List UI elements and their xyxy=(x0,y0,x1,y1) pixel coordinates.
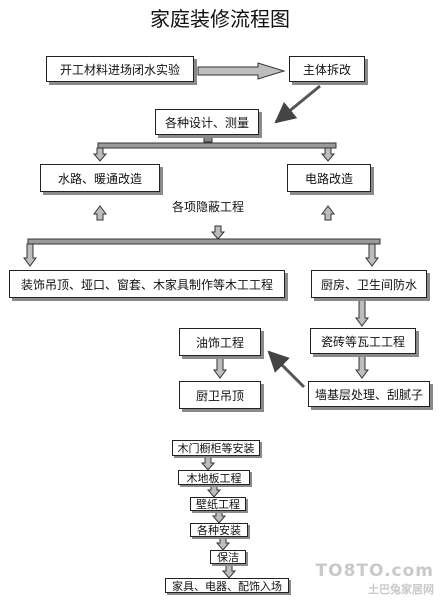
arrow-concealed-to-bar xyxy=(210,225,226,240)
arrow-waterproofing-to-tiling xyxy=(355,299,369,327)
arrow-painting-to-ceiling xyxy=(213,357,227,379)
watermark-logo: TO8TO.com xyxy=(315,561,434,581)
arrow-final-3 xyxy=(211,509,227,524)
arrow-final-4 xyxy=(215,535,231,551)
step-design-measure: 各种设计、测量 xyxy=(155,109,259,135)
arrow-to-electrical xyxy=(320,147,336,162)
arrow-to-carpentry xyxy=(23,243,37,267)
final-step-wood-floor: 木地板工程 xyxy=(178,470,250,485)
step-carpentry: 装饰吊顶、垭口、窗套、木家具制作等木工工程 xyxy=(9,270,285,298)
step-electrical: 电路改造 xyxy=(287,164,371,192)
arrow-to-waterproofing xyxy=(365,243,379,267)
page-title: 家庭装修流程图 xyxy=(150,7,290,31)
final-chain-arrows xyxy=(200,455,237,579)
step-start-materials: 开工材料进场闭水实验 xyxy=(46,56,194,82)
final-step-wallpaper: 壁纸工程 xyxy=(190,497,246,511)
split-bar-2 xyxy=(27,238,381,245)
watermark-name: 土巴兔家居网 xyxy=(368,583,434,596)
step-plumbing-hvac: 水路、暖通改造 xyxy=(40,164,160,192)
step-wall-base: 墙基层处理、刮腻子 xyxy=(308,381,430,407)
arrow-final-5 xyxy=(221,563,237,579)
final-step-doors-cabinets: 木门橱柜等安装 xyxy=(172,440,260,456)
arrow-up-right xyxy=(321,205,335,221)
final-step-furniture: 家具、电器、配饰入场 xyxy=(165,578,289,593)
arrow-wallbase-to-painting xyxy=(267,350,306,389)
arrow-to-plumbing xyxy=(92,147,108,162)
final-step-cleaning: 保洁 xyxy=(210,550,246,564)
step-tiling: 瓷砖等瓦工工程 xyxy=(310,328,416,354)
step-kitchen-bath-ceiling: 厨卫吊顶 xyxy=(179,381,261,409)
watermark: TO8TO.com 土巴兔家居网 xyxy=(316,561,434,597)
step-painting: 油饰工程 xyxy=(179,328,261,356)
step-concealed-works: 各项隐蔽工程 xyxy=(172,200,245,214)
step-demolition: 主体拆改 xyxy=(289,56,365,82)
arrow-final-1 xyxy=(200,455,216,471)
arrow-up-left xyxy=(93,205,107,221)
step-waterproofing: 厨房、卫生间防水 xyxy=(311,270,427,298)
connector-node-design xyxy=(203,134,213,143)
arrow-start-to-demolition xyxy=(197,62,286,80)
arrow-demolition-to-design xyxy=(274,84,321,124)
arrow-final-2 xyxy=(206,483,222,498)
arrow-tiling-to-wallbase xyxy=(355,352,369,379)
split-bar-1 xyxy=(97,142,337,149)
final-step-installation: 各种安装 xyxy=(190,523,248,537)
